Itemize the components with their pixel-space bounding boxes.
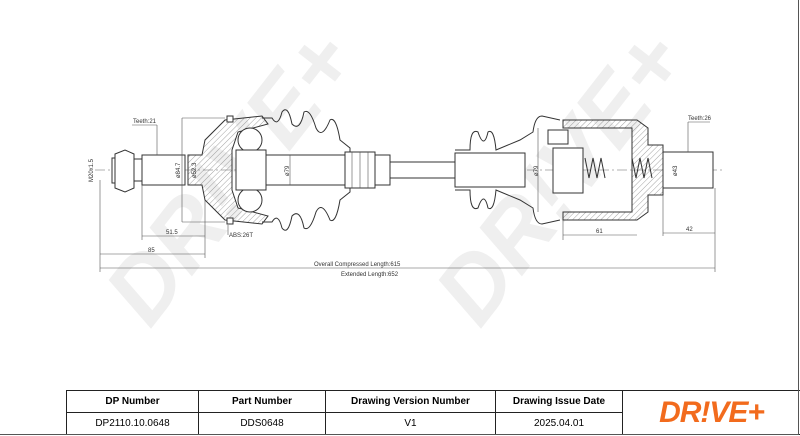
- outer-cv-joint: [187, 115, 269, 225]
- main-shaft: [265, 151, 456, 189]
- title-block: DP Number Part Number Drawing Version Nu…: [66, 390, 800, 435]
- thread-label: M20x1.5: [89, 158, 95, 182]
- right-teeth-label: Teeth:26: [688, 116, 712, 122]
- inner-diameter-label: ø52.3: [192, 162, 198, 178]
- dimension-labels: Teeth:21 M20x1.5 ø84.7 ø52.3 ø79 ABS:26T…: [89, 116, 712, 278]
- right-shaft: [454, 152, 526, 188]
- left-teeth-label: Teeth:21: [133, 119, 157, 125]
- dim-61: 61: [596, 229, 603, 235]
- dim-42: 42: [686, 227, 693, 233]
- tripod-housing: [547, 119, 714, 221]
- right-boot: [455, 115, 561, 225]
- brand-logo: DR!VE+: [622, 390, 800, 435]
- extended-length-label: Extended Length:652: [341, 272, 399, 278]
- left-stub-shaft: [111, 149, 186, 193]
- left-boot-diameter-label: ø79: [285, 165, 291, 176]
- overall-length-label: Overall Compressed Length:615: [314, 262, 401, 268]
- outer-diameter-label: ø84.7: [176, 162, 182, 178]
- abs-label: ABS:26T: [229, 233, 253, 239]
- right-boot-diameter-label: ø79: [534, 165, 540, 176]
- dim-51-5: 51.5: [166, 230, 178, 236]
- dimensions: [99, 117, 716, 272]
- left-boot: [262, 109, 351, 231]
- dim-85: 85: [148, 248, 155, 254]
- stub-diameter-label: ø43: [673, 165, 679, 176]
